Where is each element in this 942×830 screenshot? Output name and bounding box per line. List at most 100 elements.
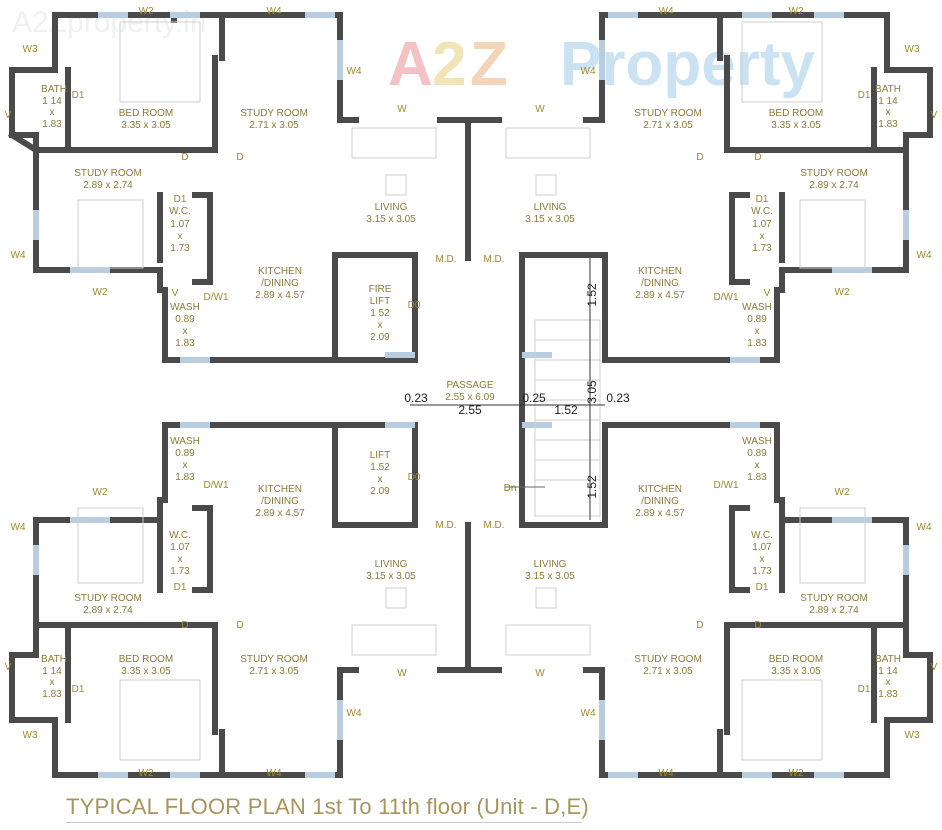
svg-text:D1: D1	[756, 194, 769, 205]
svg-text:/DINING: /DINING	[641, 496, 679, 507]
svg-text:1.73: 1.73	[752, 243, 772, 254]
svg-text:W: W	[397, 104, 407, 115]
dim-stair-length: 3.05	[585, 380, 599, 404]
svg-text:W2: W2	[835, 487, 850, 498]
svg-text:KITCHEN: KITCHEN	[258, 484, 302, 495]
svg-text:1.83: 1.83	[878, 689, 898, 700]
svg-text:3.35 x 3.05: 3.35 x 3.05	[121, 120, 171, 131]
unit-bottom-right: WASH 0.89 x 1.83 KITCHEN /DINING 2.89 x …	[483, 436, 937, 779]
svg-text:1.83: 1.83	[878, 119, 898, 130]
svg-text:W: W	[535, 668, 545, 679]
svg-text:BED ROOM: BED ROOM	[119, 654, 173, 665]
room-bath-name: BATH	[41, 84, 67, 95]
svg-text:/DINING: /DINING	[641, 278, 679, 289]
svg-text:x: x	[755, 326, 760, 337]
svg-text:WASH: WASH	[170, 436, 200, 447]
svg-text:2.89 x 2.74: 2.89 x 2.74	[83, 605, 133, 616]
room-wc-name: W.C.	[169, 206, 191, 217]
core: PASSAGE 2.55 x 6.09 0.23 2.55 0.25 1.52 …	[404, 283, 630, 499]
svg-text:1.83: 1.83	[42, 119, 62, 130]
dim-passage-width: 2.55	[458, 403, 482, 417]
svg-text:1.52: 1.52	[370, 462, 390, 473]
svg-text:BATH: BATH	[875, 84, 901, 95]
svg-text:2.89 x 4.57: 2.89 x 4.57	[635, 508, 685, 519]
svg-text:1.07: 1.07	[170, 219, 190, 230]
svg-text:1.07: 1.07	[752, 542, 772, 553]
room-wash-name: WASH	[170, 302, 200, 313]
svg-text:BED ROOM: BED ROOM	[769, 108, 823, 119]
svg-text:1.73: 1.73	[170, 566, 190, 577]
svg-text:M.D.: M.D.	[435, 520, 456, 531]
svg-text:3.15 x 3.05: 3.15 x 3.05	[525, 214, 575, 225]
svg-text:1.83: 1.83	[747, 338, 767, 349]
svg-text:0.89: 0.89	[175, 314, 195, 325]
svg-text:KITCHEN: KITCHEN	[638, 266, 682, 277]
svg-text:3.35 x 3.05: 3.35 x 3.05	[121, 666, 171, 677]
svg-text:W3: W3	[905, 44, 920, 55]
svg-text:W.C.: W.C.	[169, 530, 191, 541]
svg-text:LIVING: LIVING	[375, 559, 408, 570]
svg-text:x: x	[378, 320, 383, 331]
unit-top-right: BATH 1 14 x 1.83 BED ROOM 3.35 x 3.05 ST…	[483, 6, 937, 349]
svg-text:STUDY ROOM: STUDY ROOM	[634, 654, 702, 665]
svg-text:W4: W4	[917, 250, 932, 261]
svg-text:2.89 x 2.74: 2.89 x 2.74	[809, 605, 859, 616]
svg-text:D1: D1	[174, 194, 187, 205]
svg-text:3.15 x 3.05: 3.15 x 3.05	[525, 571, 575, 582]
windows	[33, 12, 909, 778]
svg-text:1 14: 1 14	[42, 96, 62, 107]
room-living-name: LIVING	[375, 202, 408, 213]
svg-text:1.52: 1.52	[585, 283, 599, 307]
svg-text:STUDY ROOM: STUDY ROOM	[74, 168, 142, 179]
svg-text:W2: W2	[789, 6, 804, 17]
svg-text:x: x	[50, 677, 55, 688]
svg-text:BATH: BATH	[41, 654, 67, 665]
svg-text:D1: D1	[72, 684, 85, 695]
svg-text:V: V	[172, 288, 179, 299]
svg-text:D/W1: D/W1	[714, 480, 739, 491]
svg-text:BATH: BATH	[875, 654, 901, 665]
svg-text:BED ROOM: BED ROOM	[769, 654, 823, 665]
svg-text:W4: W4	[917, 522, 932, 533]
svg-text:W: W	[397, 668, 407, 679]
svg-text:2.89 x 4.57: 2.89 x 4.57	[635, 290, 685, 301]
svg-text:LIVING: LIVING	[534, 202, 567, 213]
svg-text:M.D.: M.D.	[483, 520, 504, 531]
room-kitchen-name: KITCHEN	[258, 266, 302, 277]
svg-text:2.89 x 2.74: 2.89 x 2.74	[83, 180, 133, 191]
svg-text:STUDY ROOM: STUDY ROOM	[800, 168, 868, 179]
svg-text:x: x	[50, 107, 55, 118]
svg-text:W: W	[535, 104, 545, 115]
svg-text:W4: W4	[659, 768, 674, 779]
svg-text:1.52: 1.52	[585, 475, 599, 499]
svg-text:1.07: 1.07	[752, 219, 772, 230]
svg-text:2.89 x 4.57: 2.89 x 4.57	[255, 508, 305, 519]
svg-text:D: D	[181, 620, 188, 631]
svg-text:/DINING: /DINING	[261, 278, 299, 289]
svg-text:1.83: 1.83	[175, 472, 195, 483]
svg-text:V: V	[931, 662, 938, 673]
svg-text:0.89: 0.89	[175, 448, 195, 459]
svg-text:2.55 x 6.09: 2.55 x 6.09	[445, 392, 495, 403]
svg-text:3.15 x 3.05: 3.15 x 3.05	[366, 214, 416, 225]
svg-text:1.73: 1.73	[170, 243, 190, 254]
watermark-z: Z	[470, 30, 508, 99]
svg-text:D1: D1	[858, 684, 871, 695]
svg-text:D/W1: D/W1	[714, 292, 739, 303]
svg-text:1 14: 1 14	[878, 96, 898, 107]
svg-text:W2: W2	[139, 6, 154, 17]
svg-text:V: V	[764, 288, 771, 299]
svg-text:D: D	[754, 152, 761, 163]
svg-text:2.71 x 3.05: 2.71 x 3.05	[249, 666, 299, 677]
svg-text:D: D	[236, 620, 243, 631]
svg-text:1.83: 1.83	[175, 338, 195, 349]
svg-text:W3: W3	[23, 44, 38, 55]
svg-text:0.25: 0.25	[522, 391, 546, 405]
room-study-name: STUDY ROOM	[240, 108, 308, 119]
svg-text:/DINING: /DINING	[261, 496, 299, 507]
svg-text:1.73: 1.73	[752, 566, 772, 577]
svg-text:0.89: 0.89	[747, 314, 767, 325]
svg-text:1 14: 1 14	[42, 666, 62, 677]
svg-text:1.83: 1.83	[747, 472, 767, 483]
svg-text:W2: W2	[789, 768, 804, 779]
